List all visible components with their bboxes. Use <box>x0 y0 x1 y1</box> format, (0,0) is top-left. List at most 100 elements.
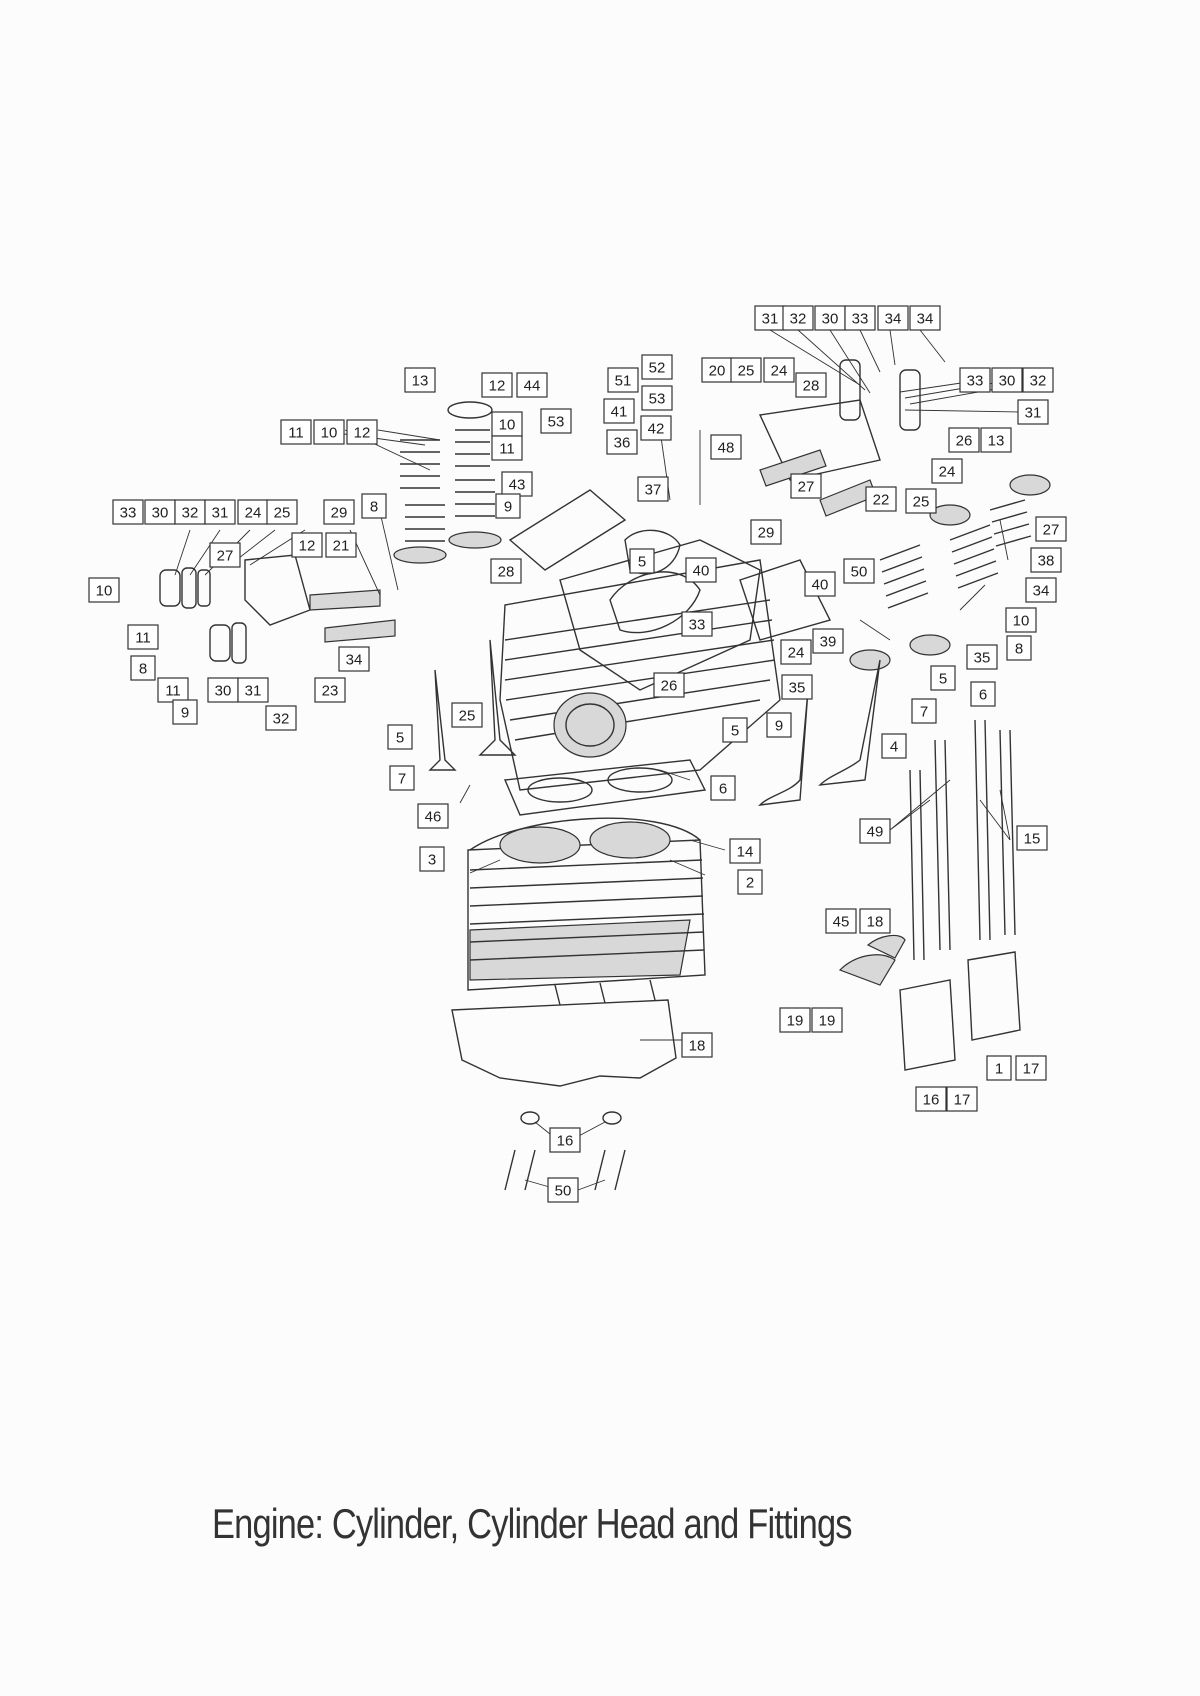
callout-box <box>946 1086 978 1112</box>
callout-number: 13 <box>988 433 1005 450</box>
callout-number: 11 <box>165 683 181 700</box>
callout-label: 25 <box>905 488 937 514</box>
callout-box <box>782 305 814 331</box>
callout-label: 29 <box>323 499 355 525</box>
callout-label: 13 <box>980 427 1012 453</box>
callout-label: 28 <box>795 372 827 398</box>
callout-label: 11 <box>157 677 189 703</box>
callout-number: 34 <box>1033 583 1050 600</box>
callout-number: 19 <box>787 1013 804 1030</box>
callout-box <box>451 702 483 728</box>
callout-box <box>127 624 159 650</box>
callout-box <box>323 499 355 525</box>
left-rocker-assembly <box>159 554 396 664</box>
callout-number: 52 <box>649 360 666 377</box>
leader-lines <box>174 329 1036 1191</box>
callout-box <box>237 677 269 703</box>
callout-label: 43 <box>501 471 533 497</box>
callout-number: 18 <box>689 1038 706 1055</box>
callout-label: 32 <box>174 499 206 525</box>
engine-drawing <box>159 329 1051 1191</box>
callout-box <box>795 372 827 398</box>
callout-number: 38 <box>1038 553 1055 570</box>
callout-box <box>491 435 523 461</box>
callout-label: 25 <box>730 357 762 383</box>
callout-box <box>404 367 436 393</box>
callout-label: 13 <box>404 367 436 393</box>
callout-label: 17 <box>946 1086 978 1112</box>
callout-box <box>966 644 998 670</box>
callout-label: 26 <box>653 672 685 698</box>
callout-box <box>130 655 156 681</box>
callout-box <box>905 488 937 514</box>
callout-number: 30 <box>999 373 1016 390</box>
callout-number: 51 <box>615 373 632 390</box>
callout-box <box>790 473 822 499</box>
callout-box <box>641 385 673 411</box>
callout-label: 50 <box>547 1177 579 1203</box>
callout-box <box>172 699 198 725</box>
callout-box <box>313 419 345 445</box>
callout-label: 8 <box>130 655 156 681</box>
callout-number: 5 <box>396 730 404 747</box>
pushrods <box>909 719 1016 961</box>
callout-label: 12 <box>481 372 513 398</box>
callout-box <box>729 838 761 864</box>
callout-number: 33 <box>120 505 137 522</box>
callout-box <box>685 557 717 583</box>
callout-box <box>980 427 1012 453</box>
callout-number: 10 <box>1013 613 1030 630</box>
base-gasket <box>451 999 677 1087</box>
callout-label: 9 <box>495 493 521 519</box>
callout-number: 27 <box>217 548 234 565</box>
callout-label: 40 <box>804 571 836 597</box>
callout-label: 32 <box>782 305 814 331</box>
callout-box <box>112 499 144 525</box>
callout-box <box>959 367 991 393</box>
callout-number: 11 <box>288 425 304 442</box>
callout-label: 16 <box>915 1086 947 1112</box>
callout-label: 41 <box>603 398 635 424</box>
callout-box <box>266 499 298 525</box>
callout-number: 17 <box>1023 1061 1040 1078</box>
callout-number: 12 <box>354 425 371 442</box>
callout-label: 3 <box>419 846 445 872</box>
callout-number: 34 <box>885 311 902 328</box>
callout-label: 5 <box>387 724 413 750</box>
callout-label: 24 <box>931 458 963 484</box>
callout-label: 12 <box>346 419 378 445</box>
callout-box <box>710 775 736 801</box>
callout-box <box>1015 1055 1047 1081</box>
callout-box <box>1006 635 1032 661</box>
callout-box <box>481 372 513 398</box>
callout-label: 34 <box>909 305 941 331</box>
callout-label: 24 <box>763 357 795 383</box>
callout-number: 10 <box>96 583 113 600</box>
callout-number: 50 <box>851 564 868 581</box>
callout-box <box>843 558 875 584</box>
callout-box <box>1016 825 1048 851</box>
callout-box <box>338 646 370 672</box>
callout-box <box>88 577 120 603</box>
callout-number: 9 <box>181 705 189 722</box>
callout-label: 50 <box>843 558 875 584</box>
callout-box <box>877 305 909 331</box>
callout-box <box>641 354 673 380</box>
valves <box>428 639 881 806</box>
callout-number: 34 <box>917 311 934 328</box>
callout-label: 21 <box>325 532 357 558</box>
callout-label: 32 <box>265 705 297 731</box>
callout-number: 1 <box>995 1061 1003 1078</box>
callout-number: 12 <box>489 378 506 395</box>
callout-label: 45 <box>825 908 857 934</box>
callout-box <box>881 733 907 759</box>
callout-box <box>419 846 445 872</box>
callout-label: 9 <box>172 699 198 725</box>
callout-label: 15 <box>1016 825 1048 851</box>
callout-number: 48 <box>718 440 735 457</box>
callout-number: 40 <box>812 577 829 594</box>
callout-box <box>209 542 241 568</box>
callout-label: 11 <box>491 435 523 461</box>
callout-number: 33 <box>852 311 869 328</box>
